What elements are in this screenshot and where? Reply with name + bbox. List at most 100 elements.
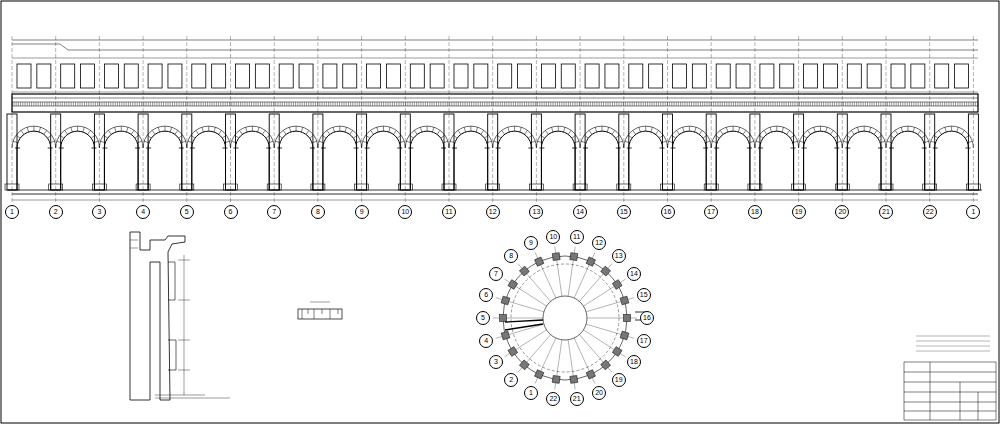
radial-axis	[518, 335, 551, 373]
axis-number: 21	[573, 395, 581, 403]
axis-number: 4	[141, 208, 145, 216]
axis-bubble: 14	[627, 267, 641, 281]
drawing-line	[802, 148, 840, 149]
drawing-line	[146, 148, 184, 149]
axis-bubble: 17	[637, 334, 651, 348]
axis-number: 10	[401, 208, 409, 216]
window	[847, 64, 861, 88]
axis-line	[798, 36, 799, 203]
column-plan	[508, 280, 518, 290]
arch-ring	[187, 126, 231, 148]
axis-number: 16	[664, 208, 672, 216]
pier	[444, 114, 454, 190]
column-plan	[601, 266, 611, 276]
arch	[673, 131, 707, 190]
axis-line	[973, 36, 974, 203]
drawing-line	[933, 148, 971, 149]
window	[236, 64, 250, 88]
drawing-line	[102, 148, 140, 149]
window	[498, 64, 512, 88]
pier	[138, 114, 148, 190]
axis-number: 2	[54, 208, 58, 216]
voussoirs	[843, 126, 885, 143]
window	[518, 64, 532, 88]
window	[823, 64, 837, 88]
window	[212, 64, 226, 88]
drawing-line	[845, 148, 883, 149]
axis-bubble: 5	[476, 311, 490, 325]
axis-number: 12	[489, 208, 497, 216]
axis-bubble: 8	[311, 205, 325, 219]
window	[541, 64, 555, 88]
axis-number: 17	[707, 208, 715, 216]
dimension-line	[12, 200, 978, 201]
axis-line	[711, 36, 712, 203]
window	[61, 64, 75, 88]
window	[561, 64, 575, 88]
voussoirs	[319, 126, 361, 143]
pier	[313, 114, 323, 190]
pier-base	[311, 184, 325, 190]
pier-base	[923, 184, 937, 190]
drawing-line	[452, 148, 490, 149]
axis-number: 12	[595, 239, 603, 247]
arch	[454, 131, 488, 190]
axis-number: 6	[229, 208, 233, 216]
pier	[51, 114, 61, 190]
drawing-line	[277, 148, 315, 149]
window	[629, 64, 643, 88]
pier-base	[180, 184, 194, 190]
axis-number: 11	[573, 233, 580, 241]
axis-number: 18	[630, 358, 638, 366]
voussoirs	[144, 126, 186, 143]
window	[81, 64, 95, 88]
pier	[968, 114, 978, 190]
arch-ring	[799, 126, 843, 148]
arch	[236, 131, 270, 190]
column-plan	[535, 370, 544, 379]
radial-axis	[535, 253, 556, 299]
pier-base	[661, 184, 675, 190]
arch	[61, 131, 95, 190]
axis-line	[623, 36, 624, 203]
window	[474, 64, 488, 88]
axis-bubble: 18	[627, 355, 641, 369]
axis-number: 9	[360, 208, 364, 216]
voussoirs	[188, 126, 230, 143]
radial-axis	[579, 335, 612, 373]
window	[911, 64, 925, 88]
axis-number: 3	[494, 358, 498, 366]
ground-line	[8, 190, 982, 194]
arch	[935, 131, 969, 190]
arch-ring	[231, 126, 275, 148]
voussoirs	[625, 126, 667, 143]
drawing-line	[234, 148, 272, 149]
axis-line	[230, 36, 231, 203]
voussoirs	[669, 126, 711, 143]
axis-line	[361, 36, 362, 203]
axis-bubble: 19	[612, 373, 626, 387]
drawing-line	[15, 148, 53, 149]
column-plan	[519, 360, 529, 370]
axis-number: 22	[549, 395, 557, 403]
pier-base	[748, 184, 762, 190]
window	[192, 64, 206, 88]
pier-base	[573, 184, 587, 190]
column-plan	[586, 257, 595, 266]
column-plan	[612, 347, 622, 357]
axis-number: 4	[484, 337, 488, 345]
axis-number: 2	[509, 376, 513, 384]
axis-number: 14	[576, 208, 584, 216]
pier	[226, 114, 236, 190]
window	[255, 64, 269, 88]
drawing-line	[671, 148, 709, 149]
voussoirs	[800, 126, 842, 143]
pier	[925, 114, 935, 190]
column-plan	[552, 253, 560, 261]
arch-ring	[930, 126, 974, 148]
axis-line	[842, 36, 843, 203]
pier	[881, 114, 891, 190]
axis-line	[274, 36, 275, 203]
axis-bubble: 7	[267, 205, 281, 219]
